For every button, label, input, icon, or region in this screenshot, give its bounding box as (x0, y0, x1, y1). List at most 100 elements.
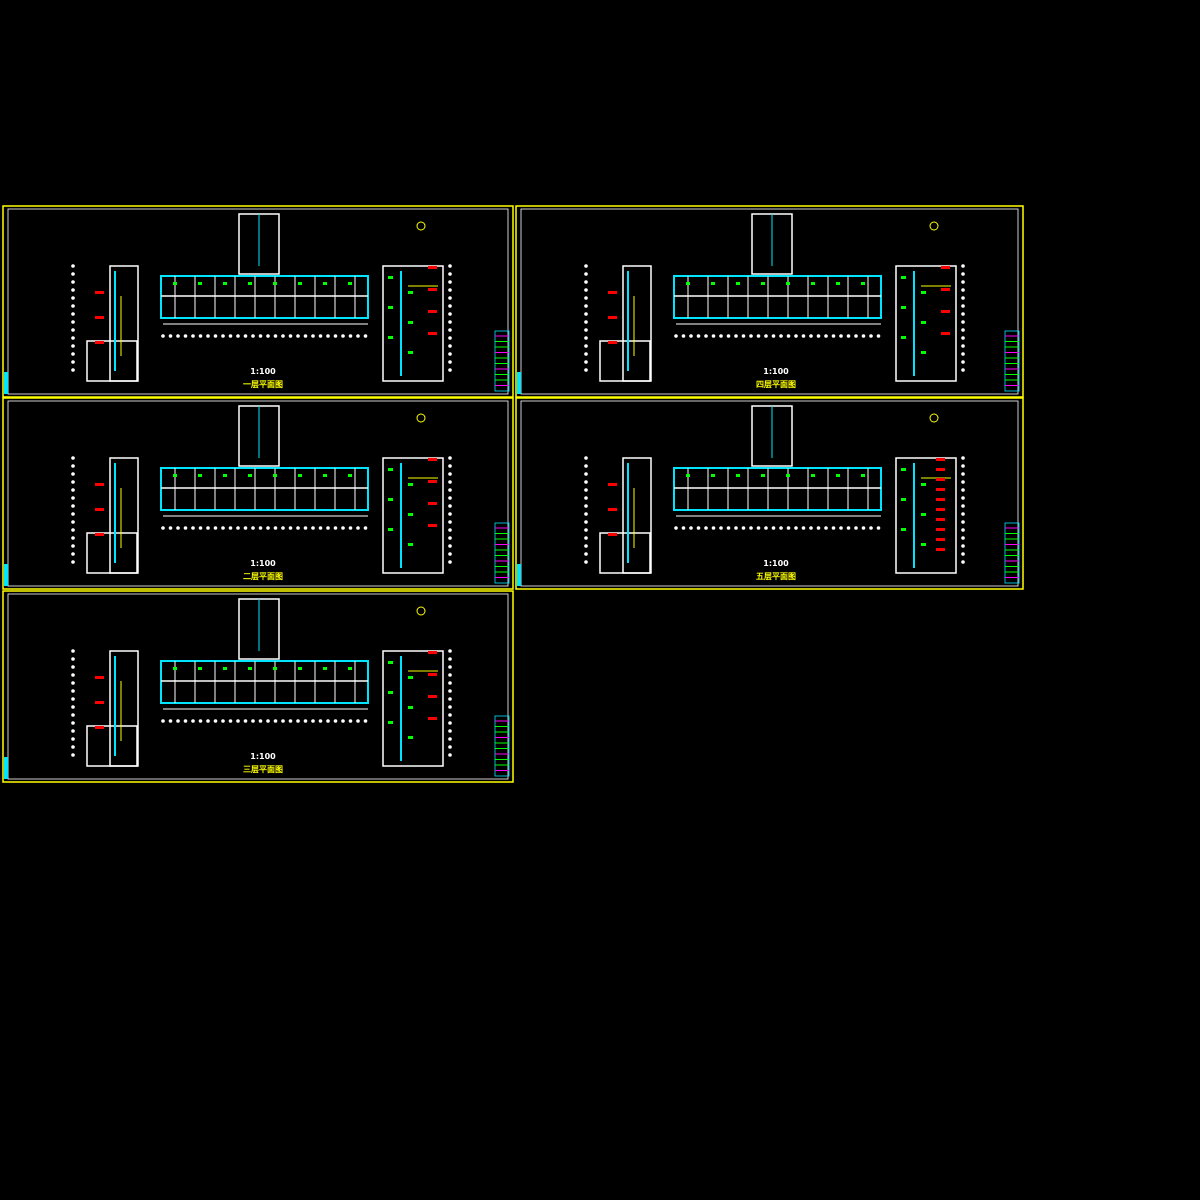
axis-bubble (448, 657, 452, 661)
fixture (408, 321, 413, 324)
axis-bubble (71, 344, 75, 348)
fixture (861, 282, 865, 285)
axis-bubble (824, 334, 828, 338)
fixture (711, 282, 715, 285)
fixture (901, 306, 906, 309)
axis-bubble (681, 526, 686, 530)
drawing-sheet-1 (2, 205, 514, 398)
fixture (323, 474, 327, 477)
axis-bubble (221, 334, 225, 338)
right-wing-wall (895, 457, 957, 574)
axis-bubble (961, 296, 965, 300)
axis-bubble (311, 334, 315, 338)
axis-bubble (801, 526, 806, 530)
axis-bubble (584, 352, 588, 356)
fixture (921, 513, 926, 516)
axis-bubble (961, 328, 965, 332)
right-wing-wall (895, 265, 957, 382)
axis-bubble (206, 526, 210, 530)
axis-bubble (584, 360, 588, 364)
axis-bubble (961, 360, 965, 364)
fixture (901, 336, 906, 339)
axis-bubble (183, 719, 188, 723)
fixture (408, 543, 413, 546)
axis-bubble (801, 334, 806, 338)
axis-bubble (318, 719, 323, 723)
axis-bubble (704, 334, 708, 338)
fixture (223, 282, 227, 285)
axis-bubble (726, 526, 731, 530)
axis-bubble (326, 719, 330, 723)
fixture (388, 468, 393, 471)
axis-bubble (741, 526, 746, 530)
axis-bubble (584, 328, 588, 332)
main-block-wall (160, 660, 369, 704)
axis-bubble (448, 280, 452, 284)
axis-bubble (756, 526, 761, 530)
axis-bubble (281, 334, 285, 338)
north-arrow-icon (929, 221, 939, 231)
fixture (248, 474, 252, 477)
drawing-sheet-5 (2, 590, 514, 783)
axis-bubble (961, 472, 965, 476)
axis-bubble (719, 334, 723, 338)
fixture (388, 721, 393, 724)
fixture (348, 474, 352, 477)
axis-bubble (448, 512, 452, 516)
axis-bubble (448, 721, 452, 725)
axis-bubble (266, 334, 270, 338)
axis-bubble (448, 665, 452, 669)
sheet-title: 三层平面图 (243, 765, 283, 774)
pipe-tag (95, 726, 104, 729)
axis-bubble (71, 552, 75, 556)
axis-bubble (448, 705, 452, 709)
pipe-tag (428, 673, 437, 676)
axis-bubble (734, 334, 738, 338)
axis-bubble (213, 526, 218, 530)
sheet-tab (4, 372, 8, 394)
axis-bubble (584, 344, 588, 348)
axis-bubble (961, 504, 965, 508)
fixture (901, 528, 906, 531)
axis-bubble (176, 526, 180, 530)
pipe-tag (428, 458, 437, 461)
axis-bubble (71, 713, 75, 717)
axis-bubble (71, 512, 75, 516)
axis-bubble (448, 368, 452, 372)
axis-bubble (756, 334, 761, 338)
pipe-tag (428, 524, 437, 527)
axis-bubble (288, 334, 293, 338)
axis-bubble (326, 526, 330, 530)
axis-bubble (176, 719, 180, 723)
fixture (388, 691, 393, 694)
axis-bubble (448, 344, 452, 348)
axis-bubble (161, 719, 165, 723)
axis-bubble (258, 526, 263, 530)
fixture (901, 468, 906, 471)
axis-bubble (771, 334, 776, 338)
axis-bubble (71, 472, 75, 476)
fixture (348, 667, 352, 670)
axis-bubble (794, 526, 798, 530)
axis-bubble (198, 334, 203, 338)
axis-bubble (71, 280, 75, 284)
north-arrow-icon (416, 606, 426, 616)
axis-bubble (273, 719, 278, 723)
sheet-title: 五层平面图 (756, 572, 796, 581)
axis-bubble (674, 334, 678, 338)
axis-bubble (961, 456, 965, 460)
axis-bubble (448, 272, 452, 276)
fixture (223, 667, 227, 670)
fixture (408, 706, 413, 709)
axis-bubble (584, 528, 588, 532)
axis-bubble (71, 496, 75, 500)
axis-bubble (71, 488, 75, 492)
fixture (248, 282, 252, 285)
fixture (408, 736, 413, 739)
fixture (921, 543, 926, 546)
fixture (686, 474, 690, 477)
pipe-tag (941, 332, 950, 335)
title-block (494, 715, 510, 777)
axis-bubble (861, 526, 866, 530)
axis-bubble (584, 480, 588, 484)
